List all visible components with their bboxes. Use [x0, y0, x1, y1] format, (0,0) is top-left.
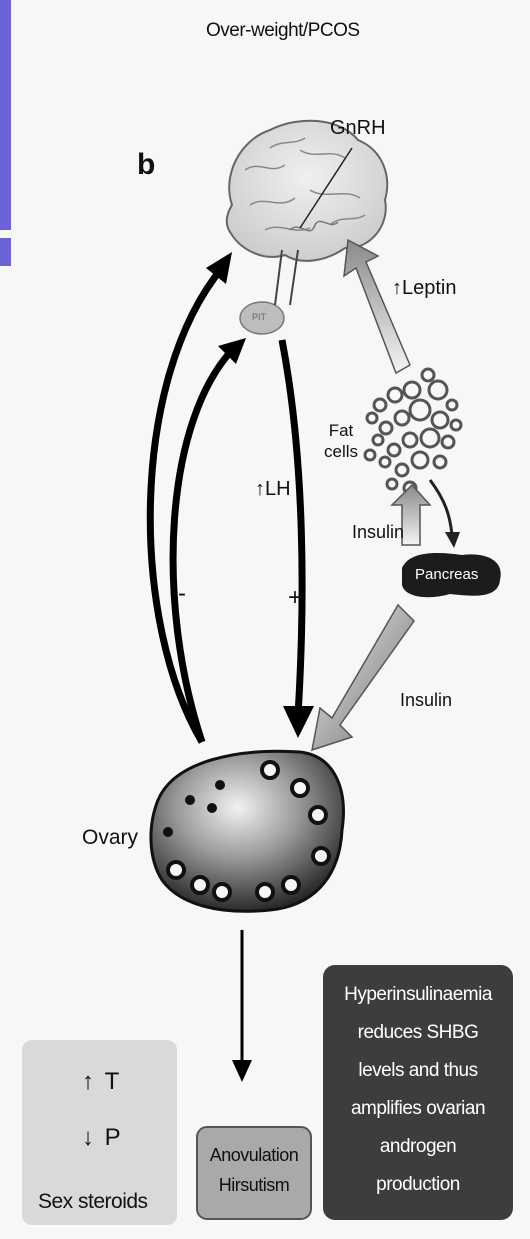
lh-up-arrow: ↑ — [255, 478, 265, 500]
lh-arrow-line — [282, 340, 302, 715]
anovulation-line: Anovulation — [197, 1140, 311, 1170]
lh-label: ↑LH — [255, 478, 291, 501]
fat-cells-line1: Fat — [324, 420, 358, 441]
fat-cells-label: Fat cells — [324, 420, 358, 462]
sex-steroids-caption: Sex steroids — [38, 1190, 148, 1214]
t-up-arrow: ↑ — [82, 1068, 94, 1095]
t-label: ↑ T — [82, 1068, 119, 1096]
ovary-label: Ovary — [82, 826, 138, 850]
hyperinsulinaemia-text: Hyperinsulinaemia reduces SHBG levels an… — [323, 976, 513, 1204]
insulin-to-ovary-arrow — [312, 605, 414, 750]
pit-label: PIT — [252, 312, 266, 322]
lh-arrowhead — [283, 706, 314, 738]
gnrh-label: GnRH — [330, 117, 386, 140]
brain-icon — [227, 121, 387, 261]
hyper-line-5: androgen — [323, 1128, 513, 1166]
fat-cells-line2: cells — [324, 441, 358, 462]
plus-sign: + — [288, 584, 302, 612]
hyper-line-2: reduces SHBG — [323, 1014, 513, 1052]
ovary-icon — [151, 751, 343, 911]
p-label: ↓ P — [82, 1124, 121, 1152]
leptin-label: ↑Leptin — [392, 277, 457, 300]
leptin-up-arrow: ↑ — [392, 277, 402, 299]
diagram-title: Over-weight/PCOS — [206, 20, 360, 42]
leptin-text: Leptin — [402, 277, 457, 299]
ovary-down-arrowhead — [232, 1060, 252, 1082]
lh-text: LH — [265, 478, 291, 500]
fat-cells-icon — [365, 369, 461, 494]
pituitary-icon — [240, 250, 298, 334]
fat-to-pancreas-arrow — [430, 480, 452, 535]
fat-to-pancreas-arrowhead — [445, 532, 460, 548]
minus-sign: - — [178, 580, 186, 608]
anovulation-text: Anovulation Hirsutism — [197, 1140, 311, 1200]
t-text: T — [105, 1068, 120, 1095]
p-text: P — [105, 1124, 121, 1151]
hyper-line-1: Hyperinsulinaemia — [323, 976, 513, 1014]
p-down-arrow: ↓ — [82, 1124, 94, 1151]
hyper-line-3: levels and thus — [323, 1052, 513, 1090]
negative-feedback-arrows — [150, 268, 234, 742]
hirsutism-line: Hirsutism — [197, 1170, 311, 1200]
leptin-arrow — [344, 240, 410, 373]
hyper-line-4: amplifies ovarian — [323, 1090, 513, 1128]
insulin-upper-label: Insulin — [352, 522, 404, 543]
pancreas-label: Pancreas — [415, 566, 478, 583]
insulin-lower-label: Insulin — [400, 690, 452, 711]
panel-letter: b — [137, 148, 155, 182]
hyper-line-6: production — [323, 1166, 513, 1204]
